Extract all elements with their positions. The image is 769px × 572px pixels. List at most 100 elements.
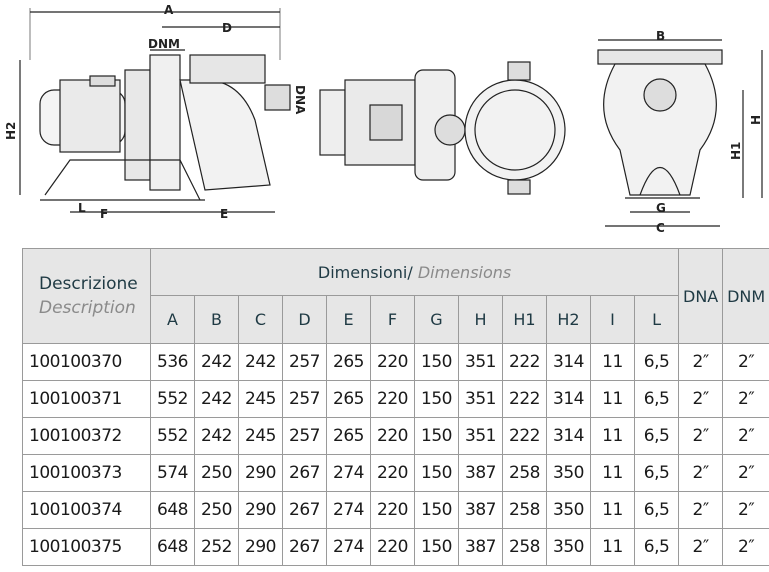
- dim-column-header: E: [326, 295, 371, 344]
- label-H1: H1: [729, 142, 743, 160]
- dimension-cell: 11: [590, 417, 635, 455]
- dna-cell: 2″: [678, 528, 724, 566]
- dim-column-header: G: [414, 295, 459, 344]
- dimension-cell: 267: [282, 491, 327, 529]
- dimension-cell: 265: [326, 343, 371, 381]
- dimension-cell: 250: [194, 491, 239, 529]
- dimension-cell: 242: [194, 417, 239, 455]
- dimension-cell: 314: [546, 380, 591, 418]
- dimension-cell: 220: [370, 343, 415, 381]
- dnm-cell: 2″: [722, 380, 769, 418]
- dimensions-label-en: Dimensions: [417, 262, 512, 282]
- dimension-cell: 250: [194, 454, 239, 492]
- dimension-cell: 350: [546, 491, 591, 529]
- dim-column-header: L: [633, 295, 680, 344]
- dimension-cell: 222: [502, 417, 547, 455]
- dimension-cell: 220: [370, 417, 415, 455]
- product-code: 100100370: [22, 343, 151, 381]
- label-B: B: [656, 29, 665, 43]
- dimension-cell: 265: [326, 380, 371, 418]
- dimension-cell: 552: [150, 417, 195, 455]
- dna-cell: 2″: [678, 491, 724, 529]
- dim-column-header: B: [194, 295, 239, 344]
- dimension-cell: 220: [370, 491, 415, 529]
- dimension-cell: 220: [370, 528, 415, 566]
- dimension-cell: 150: [414, 417, 459, 455]
- label-C: C: [656, 221, 665, 235]
- dimension-cell: 222: [502, 380, 547, 418]
- dimension-cell: 222: [502, 343, 547, 381]
- description-label-en: Description: [39, 298, 136, 318]
- dimensions-table: Descrizione Description Dimensioni/ Dime…: [22, 248, 769, 566]
- label-G: G: [656, 201, 666, 215]
- dimension-cell: 290: [238, 528, 283, 566]
- dimension-cell: 242: [194, 343, 239, 381]
- product-code: 100100372: [22, 417, 151, 455]
- dimension-cell: 242: [238, 343, 283, 381]
- dnm-cell: 2″: [722, 528, 769, 566]
- dnm-cell: 2″: [722, 454, 769, 492]
- dimension-cell: 314: [546, 417, 591, 455]
- dimension-cell: 536: [150, 343, 195, 381]
- dimension-cell: 245: [238, 417, 283, 455]
- dna-header: DNA: [678, 248, 724, 344]
- dimension-cell: 220: [370, 380, 415, 418]
- dimension-cell: 258: [502, 491, 547, 529]
- dim-column-header: F: [370, 295, 415, 344]
- description-header: Descrizione Description: [22, 248, 151, 344]
- dnm-header: DNM: [722, 248, 769, 344]
- dimension-cell: 552: [150, 380, 195, 418]
- label-DNM: DNM: [148, 37, 180, 51]
- dimension-cell: 11: [590, 454, 635, 492]
- dna-cell: 2″: [678, 454, 724, 492]
- dimension-cell: 274: [326, 491, 371, 529]
- dimension-cell: 258: [502, 528, 547, 566]
- dim-column-header: I: [590, 295, 635, 344]
- dimension-cell: 220: [370, 454, 415, 492]
- dimension-cell: 6,5: [633, 343, 680, 381]
- product-code: 100100375: [22, 528, 151, 566]
- dimension-cell: 274: [326, 528, 371, 566]
- dim-column-header: C: [238, 295, 283, 344]
- dimension-cell: 252: [194, 528, 239, 566]
- dimension-cell: 257: [282, 417, 327, 455]
- dimensions-label: Dimensioni/: [317, 262, 413, 282]
- dimension-cell: 350: [546, 528, 591, 566]
- dimension-cell: 11: [590, 528, 635, 566]
- dimension-cell: 387: [458, 528, 503, 566]
- top-view-drawing: [319, 61, 566, 195]
- dimension-cell: 150: [414, 343, 459, 381]
- dimension-cell: 267: [282, 528, 327, 566]
- dimension-cell: 648: [150, 491, 195, 529]
- label-A: A: [164, 3, 174, 17]
- label-F: F: [100, 207, 108, 221]
- dimension-cell: 387: [458, 454, 503, 492]
- label-DNA: DNA: [293, 85, 307, 115]
- dimension-cell: 6,5: [633, 454, 680, 492]
- dnm-cell: 2″: [722, 417, 769, 455]
- dim-column-header: D: [282, 295, 327, 344]
- dimension-cell: 245: [238, 380, 283, 418]
- dim-column-header: A: [150, 295, 195, 344]
- dimension-cell: 648: [150, 528, 195, 566]
- dimension-cell: 290: [238, 454, 283, 492]
- dimension-cell: 6,5: [633, 417, 680, 455]
- product-code: 100100371: [22, 380, 151, 418]
- dimension-cell: 6,5: [633, 528, 680, 566]
- dimension-cell: 267: [282, 454, 327, 492]
- dimension-cell: 150: [414, 528, 459, 566]
- dnm-cell: 2″: [722, 343, 769, 381]
- dim-column-header: H2: [546, 295, 591, 344]
- dimension-cell: 150: [414, 491, 459, 529]
- dim-column-header: H1: [502, 295, 547, 344]
- dimension-cell: 265: [326, 417, 371, 455]
- dimension-cell: 351: [458, 343, 503, 381]
- dimension-cell: 6,5: [633, 491, 680, 529]
- dnm-cell: 2″: [722, 491, 769, 529]
- product-code: 100100374: [22, 491, 151, 529]
- dimension-cell: 574: [150, 454, 195, 492]
- dna-cell: 2″: [678, 343, 724, 381]
